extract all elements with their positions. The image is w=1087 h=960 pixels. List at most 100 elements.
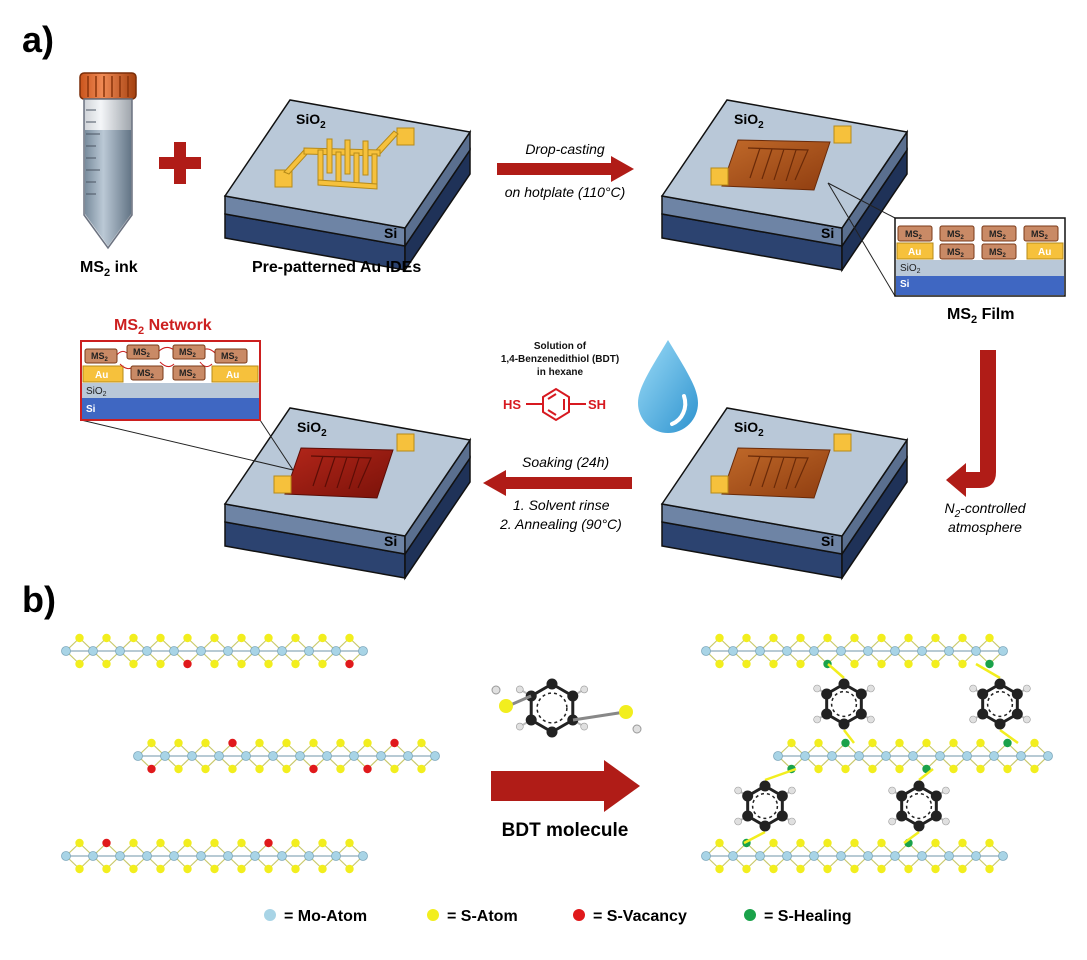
s-atom <box>1003 764 1012 774</box>
soaking-arrow <box>483 470 632 496</box>
s-atom <box>904 864 913 874</box>
h-atom <box>734 786 742 795</box>
s-atom <box>210 633 219 643</box>
h-atom <box>515 722 524 731</box>
hs-label: HS <box>503 397 521 412</box>
mo-atom <box>944 851 954 861</box>
bdt-structure <box>526 387 586 422</box>
s-atom <box>823 864 832 874</box>
c-atom <box>759 780 771 792</box>
legend-healing-label: = S-Healing <box>764 908 852 925</box>
h-atom <box>888 786 896 795</box>
s-atom <box>417 764 426 774</box>
film-title: MS2 Film <box>947 306 1014 326</box>
drop-casting-arrow <box>497 156 634 182</box>
s-atom <box>237 864 246 874</box>
s-atom <box>931 633 940 643</box>
s-atom <box>228 738 237 748</box>
h-atom <box>580 685 589 694</box>
s-atom <box>715 838 724 848</box>
s-atom <box>922 738 931 748</box>
s-atom <box>1003 738 1012 748</box>
sio2-label: SiO2 <box>296 111 326 131</box>
s-atom <box>931 864 940 874</box>
s-atom <box>877 838 886 848</box>
mo-atom <box>376 751 386 761</box>
ms2-ink-tube <box>79 72 137 250</box>
s-atom <box>958 838 967 848</box>
film-si: Si <box>900 279 910 290</box>
mo-atom <box>223 646 233 656</box>
s-atom <box>823 633 832 643</box>
c-atom <box>1011 708 1023 720</box>
mo-atom <box>277 646 287 656</box>
h-atom <box>580 722 589 731</box>
h-atom <box>632 724 642 734</box>
c-atom <box>776 790 788 802</box>
s-atom <box>877 633 886 643</box>
net-au-left: Au <box>95 370 108 381</box>
down-curved-arrow <box>946 350 996 497</box>
mo-atom <box>998 646 1008 656</box>
benzene-ring <box>813 678 875 730</box>
net-si: Si <box>86 404 96 415</box>
s-atom <box>102 633 111 643</box>
s-atom <box>850 633 859 643</box>
s-atom <box>201 738 210 748</box>
s-atom <box>183 838 192 848</box>
mo-atom <box>322 751 332 761</box>
s-atom <box>958 864 967 874</box>
mo-atom <box>728 646 738 656</box>
s-atom <box>390 764 399 774</box>
film-au-left: Au <box>908 247 921 258</box>
aromatic-ring <box>536 692 568 724</box>
mo-atom <box>403 751 413 761</box>
sio2-label-2: SiO2 <box>734 111 764 131</box>
s-atom <box>264 864 273 874</box>
c-atom <box>759 820 771 832</box>
mo-atom <box>935 751 945 761</box>
ms2-chain <box>701 633 1008 669</box>
panel-label-b: b) <box>22 579 56 620</box>
s-atom <box>129 633 138 643</box>
film-au-right: Au <box>1038 247 1051 258</box>
film-ms2-6: MS2 <box>989 247 1007 259</box>
mo-atom <box>998 851 1008 861</box>
s-atom <box>129 659 138 669</box>
legend-s-label: = S-Atom <box>447 908 518 925</box>
s-atom <box>156 659 165 669</box>
film-sio2: SiO2 <box>900 263 921 275</box>
s-atom <box>985 838 994 848</box>
s-atom <box>796 864 805 874</box>
s-atom <box>102 864 111 874</box>
s-atom <box>147 764 156 774</box>
s-atom <box>769 864 778 874</box>
net-au-right: Au <box>226 370 239 381</box>
mo-atom <box>187 751 197 761</box>
mo-atom <box>863 851 873 861</box>
s-atom <box>1030 764 1039 774</box>
benzene-ring <box>515 678 589 738</box>
s-atom <box>102 838 111 848</box>
c-atom <box>855 708 867 720</box>
bond <box>572 710 626 722</box>
s-atom <box>183 864 192 874</box>
mo-atom <box>115 851 125 861</box>
mo-atom <box>755 646 765 656</box>
s-atom <box>390 738 399 748</box>
s-atom <box>499 699 513 713</box>
zoom-lines-network <box>80 419 294 471</box>
mo-atom <box>295 751 305 761</box>
ms2-chain <box>701 838 1008 874</box>
s-atom <box>102 659 111 669</box>
s-bond <box>743 830 766 845</box>
h-atom <box>813 684 821 693</box>
hotplate-label: on hotplate (110°C) <box>505 184 626 200</box>
soaking-label: Soaking (24h) <box>522 454 609 470</box>
mo-atom <box>268 751 278 761</box>
mo-atom <box>61 851 71 861</box>
drop-casting-label: Drop-casting <box>525 141 605 157</box>
mo-atom <box>1043 751 1053 761</box>
mo-atom <box>1016 751 1026 761</box>
s-atom <box>210 659 219 669</box>
